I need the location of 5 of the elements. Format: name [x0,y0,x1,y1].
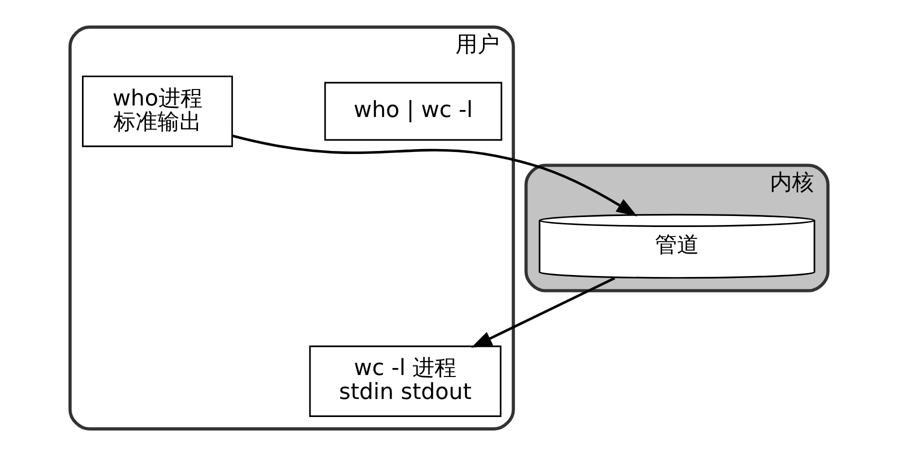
node-box: who | wc -l [324,82,502,141]
node-box: wc -l 进程 stdin stdout [309,345,502,417]
arrow [232,134,638,216]
node-box: who进程 标准输出 [82,76,233,148]
arrow [471,276,616,348]
